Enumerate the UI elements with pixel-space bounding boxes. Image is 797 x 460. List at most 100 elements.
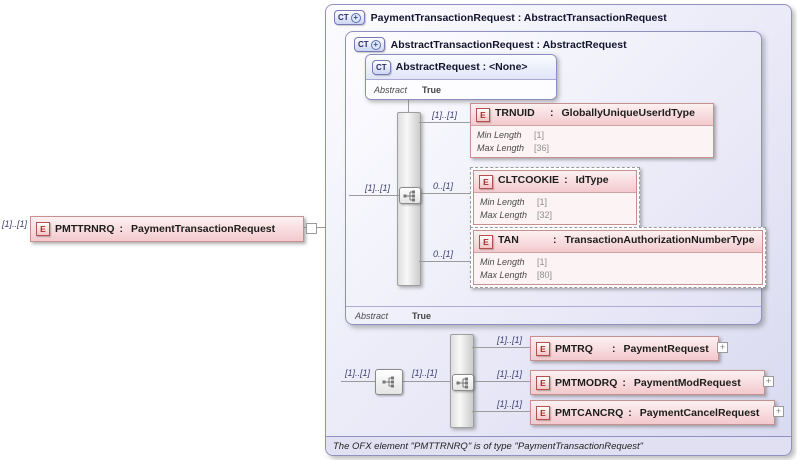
facet-label: Abstract (355, 310, 389, 321)
facet-label: Abstract (374, 84, 408, 95)
facet-value: [1] (534, 130, 545, 140)
element-icon: E (536, 405, 550, 420)
facet-max-length: Max Length [32] (480, 209, 630, 221)
cardinality-label: 0..[1] (433, 181, 454, 191)
facet-label: Max Length (480, 210, 528, 220)
connector-line (349, 195, 400, 196)
element-type: PaymentCancelRequest (639, 406, 760, 419)
facet-value: [1] (537, 257, 548, 267)
complex-type-icon[interactable]: CT+ (354, 37, 385, 52)
element-cltcookie[interactable]: E CLTCOOKIE : IdType Min Length [1] Max … (470, 167, 640, 228)
sequence-icon[interactable] (452, 374, 474, 391)
element-header: E TAN : TransactionAuthorizationNumberTy… (474, 231, 762, 252)
colon-separator: : (550, 107, 554, 119)
facet-label: Min Length (480, 257, 525, 267)
element-type: GloballyUniqueUserIdType (561, 107, 695, 119)
connector-line (341, 381, 375, 382)
expand-plus-icon[interactable]: + (717, 342, 728, 353)
connector-line (419, 261, 470, 262)
cardinality-label: [1]..[1] (365, 183, 391, 193)
element-icon: E (479, 175, 493, 189)
derived-plus-icon: + (350, 12, 361, 23)
element-header: E PMTTRNRQ : PaymentTransactionRequest (31, 217, 303, 241)
element-name: PMTMODRQ (555, 376, 618, 389)
colon-separator: : (564, 174, 568, 186)
facet-value: [36] (534, 143, 550, 153)
facet-label: Max Length (480, 270, 528, 280)
derived-plus-icon: + (370, 39, 381, 50)
element-name: CLTCOOKIE (498, 174, 560, 186)
element-icon: E (476, 108, 490, 122)
element-pmtmodrq[interactable]: E PMTMODRQ : PaymentModRequest (530, 370, 765, 395)
facet-label: Max Length (477, 143, 525, 153)
footer-note-text: The OFX element "PMTTRNRQ" is of type "P… (333, 440, 644, 452)
facet-max-length: Max Length [36] (477, 142, 707, 154)
element-type: TransactionAuthorizationNumberType (564, 234, 755, 246)
colon-separator: : (628, 406, 632, 419)
facet-value: True (422, 84, 442, 95)
cardinality-label: [1]..[1] (432, 110, 458, 120)
sequence-icon[interactable] (375, 369, 403, 395)
cardinality-label: [1]..[1] (497, 369, 523, 379)
element-icon: E (536, 375, 550, 390)
element-pmtcancrq[interactable]: E PMTCANCRQ : PaymentCancelRequest (530, 400, 775, 425)
cardinality-label: [1]..[1] (412, 368, 438, 378)
facet-value: [32] (537, 210, 553, 220)
expand-plus-icon[interactable]: + (763, 376, 774, 387)
element-tan[interactable]: E TAN : TransactionAuthorizationNumberTy… (470, 227, 766, 288)
colon-separator: : (622, 376, 626, 389)
element-header: E CLTCOOKIE : IdType (474, 171, 636, 192)
connector-line (419, 122, 470, 123)
element-icon: E (479, 235, 493, 249)
ct-icon-label: CT (358, 40, 369, 49)
abstract-facet-row: Abstract True (366, 79, 556, 99)
connector-line (408, 100, 409, 112)
element-icon: E (36, 222, 50, 236)
element-type: PaymentModRequest (633, 376, 741, 389)
element-name: TRNUID (495, 107, 535, 119)
element-name: PMTCANCRQ (555, 406, 624, 419)
facet-value: [1] (537, 197, 548, 207)
element-pmttrnrq[interactable]: E PMTTRNRQ : PaymentTransactionRequest (30, 216, 304, 242)
colon-separator: : (612, 342, 616, 355)
connector-line (472, 347, 530, 348)
connector-line (472, 381, 530, 382)
sequence-glyph (403, 190, 415, 201)
connector-line (472, 411, 530, 412)
element-header: E PMTCANCRQ : PaymentCancelRequest (531, 401, 774, 424)
cardinality-label: [1]..[1] (497, 399, 523, 409)
facet-min-length: Min Length [1] (480, 256, 756, 268)
element-type: PaymentRequest (623, 342, 709, 355)
colon-separator: : (553, 234, 557, 246)
element-name: PMTTRNRQ (55, 223, 115, 235)
facet-section: Min Length [1] Max Length [80] (474, 252, 762, 284)
footer-note: The OFX element "PMTTRNRQ" is of type "P… (326, 436, 791, 455)
facet-label: Min Length (477, 130, 522, 140)
complex-type-abstract-request[interactable]: CT AbstractRequest : <None> Abstract Tru… (365, 54, 557, 100)
type-title-text: AbstractTransactionRequest : AbstractReq… (390, 38, 627, 51)
cardinality-label: [1]..[1] (497, 335, 523, 345)
ct-icon-label: CT (376, 62, 387, 72)
sequence-icon[interactable] (399, 187, 421, 204)
element-header: E PMTRQ : PaymentRequest (531, 337, 718, 360)
type-title-text: AbstractRequest : <None> (395, 61, 528, 73)
element-trnuid[interactable]: E TRNUID : GloballyUniqueUserIdType Min … (470, 103, 714, 158)
element-pmtrq[interactable]: E PMTRQ : PaymentRequest (530, 336, 719, 361)
complex-type-title: CT+ AbstractTransactionRequest : Abstrac… (354, 37, 627, 52)
connector-line (419, 193, 470, 194)
element-box: E CLTCOOKIE : IdType Min Length [1] Max … (473, 170, 637, 225)
cardinality-label: 0..[1] (433, 249, 454, 259)
element-box: E TAN : TransactionAuthorizationNumberTy… (473, 230, 763, 285)
connector-line (401, 381, 450, 382)
facet-section: Min Length [1] Max Length [36] (471, 125, 713, 157)
facet-section: Min Length [1] Max Length [32] (474, 192, 636, 224)
element-header: E TRNUID : GloballyUniqueUserIdType (471, 104, 713, 125)
complex-type-header: CT AbstractRequest : <None> (366, 55, 556, 79)
facet-min-length: Min Length [1] (480, 196, 630, 208)
expand-plus-icon[interactable]: + (773, 406, 784, 417)
element-name: TAN (498, 234, 519, 246)
sequence-glyph (382, 376, 394, 388)
cardinality-label: [1]..[1] (345, 368, 371, 378)
complex-type-icon[interactable]: CT+ (334, 10, 365, 25)
expand-handle-icon[interactable] (306, 223, 317, 234)
